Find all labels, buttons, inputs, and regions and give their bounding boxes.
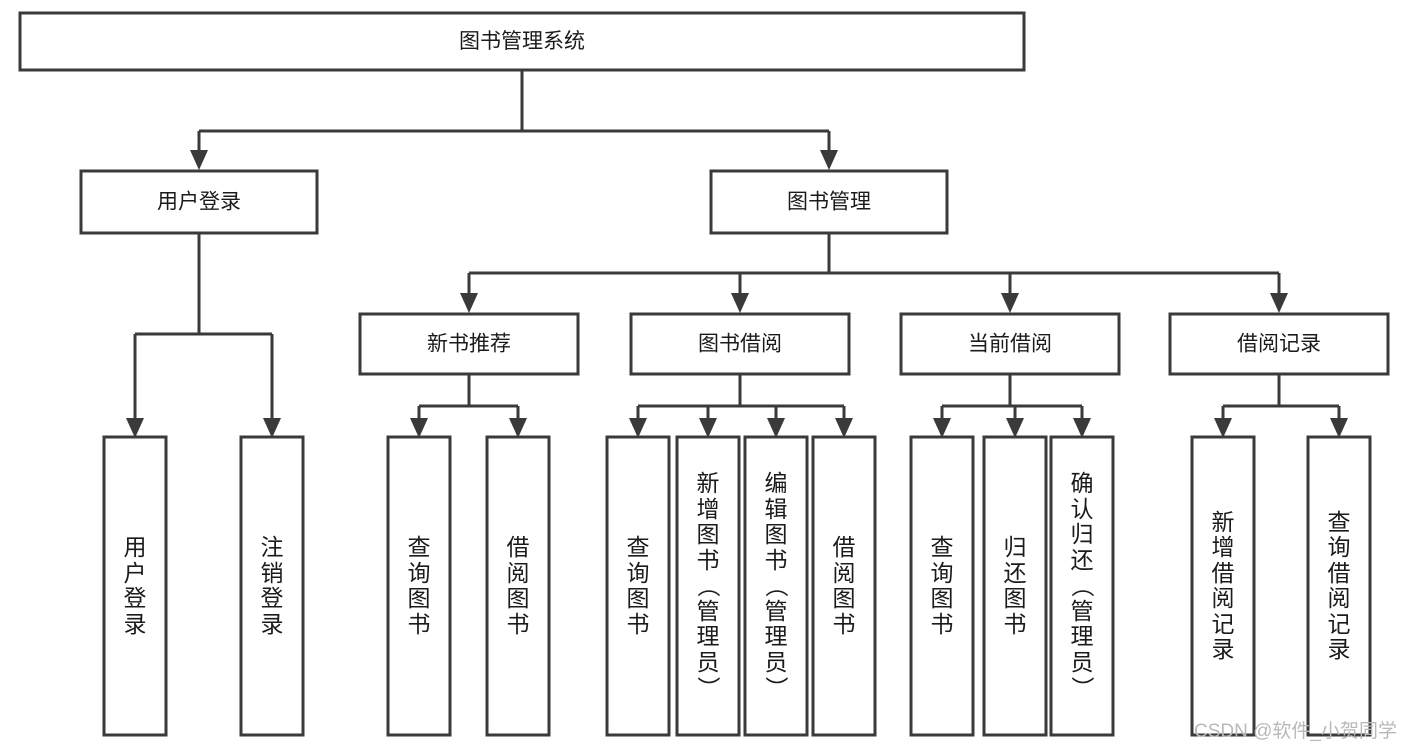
leaf-leaf-borrow-book-box[interactable] <box>811 435 877 737</box>
leaf-leaf-borrow-book-recommend-box[interactable] <box>485 435 551 737</box>
arrow-down-icon-leaf-add-book-admin <box>699 418 717 438</box>
arrow-down-icon-leaf-return-book <box>1006 418 1024 438</box>
leaf-leaf-query-book-recommend-box[interactable] <box>386 435 452 737</box>
arrow-down-icon-l2-0 <box>190 150 208 170</box>
node-book-management-box[interactable] <box>709 169 949 235</box>
node-current-borrow-label: 当前借阅 <box>968 333 1052 356</box>
arrow-down-icon-l3-2 <box>1001 293 1019 313</box>
arrow-down-icon-leaf-query-borrow-record <box>1330 418 1348 438</box>
leaf-leaf-logout-login-box[interactable] <box>239 435 305 737</box>
arrow-down-icon-leaf-query-book-borrow <box>629 418 647 438</box>
node-current-borrow-box[interactable] <box>899 312 1121 376</box>
node-boxes <box>18 11 1390 737</box>
leaf-leaf-add-borrow-record-box[interactable] <box>1190 435 1256 737</box>
leaf-leaf-user-login-box[interactable] <box>102 435 168 737</box>
node-book-borrow-box[interactable] <box>629 312 851 376</box>
leaf-leaf-edit-book-admin-box[interactable] <box>743 435 809 737</box>
arrow-down-icon-leaf-query-book-recommend <box>410 418 428 438</box>
leaf-leaf-query-book-current-box[interactable] <box>909 435 975 737</box>
node-borrow-record-label: 借阅记录 <box>1237 333 1321 356</box>
node-book-management-label: 图书管理 <box>787 191 871 214</box>
csdn-watermark: CSDN @软件_小贺同学 <box>1194 721 1397 742</box>
arrow-down-icon-leaf-borrow-book <box>835 418 853 438</box>
node-borrow-record-box[interactable] <box>1168 312 1390 376</box>
node-new-book-recommend-box[interactable] <box>358 312 580 376</box>
arrow-down-icon-leaf-edit-book-admin <box>767 418 785 438</box>
node-new-book-recommend-label: 新书推荐 <box>427 333 511 356</box>
leaf-leaf-query-borrow-record-box[interactable] <box>1306 435 1372 737</box>
root-node-box[interactable] <box>18 11 1026 72</box>
connector-lines <box>126 70 1348 438</box>
arrow-down-icon-l3-1 <box>731 293 749 313</box>
leaf-leaf-add-book-admin-box[interactable] <box>675 435 741 737</box>
arrow-down-icon-l3-3 <box>1270 293 1288 313</box>
node-user-login-box[interactable] <box>79 169 319 235</box>
leaf-leaf-confirm-return-admin-box[interactable] <box>1049 435 1115 737</box>
arrow-down-icon-leaf-logout-login <box>263 418 281 438</box>
leaf-leaf-query-book-borrow-box[interactable] <box>605 435 671 737</box>
arrow-down-icon-leaf-borrow-book-recommend <box>509 418 527 438</box>
arrow-down-icon-l3-0 <box>460 293 478 313</box>
arrow-down-icon-leaf-user-login <box>126 418 144 438</box>
leaf-leaf-return-book-box[interactable] <box>982 435 1048 737</box>
node-book-borrow-label: 图书借阅 <box>698 333 782 356</box>
arrow-down-icon-leaf-add-borrow-record <box>1214 418 1232 438</box>
root-node-label: 图书管理系统 <box>459 30 585 53</box>
arrow-down-icon-l2-1 <box>820 150 838 170</box>
arrow-down-icon-leaf-query-book-current <box>933 418 951 438</box>
node-user-login-label: 用户登录 <box>157 191 241 214</box>
arrow-down-icon-leaf-confirm-return-admin <box>1073 418 1091 438</box>
